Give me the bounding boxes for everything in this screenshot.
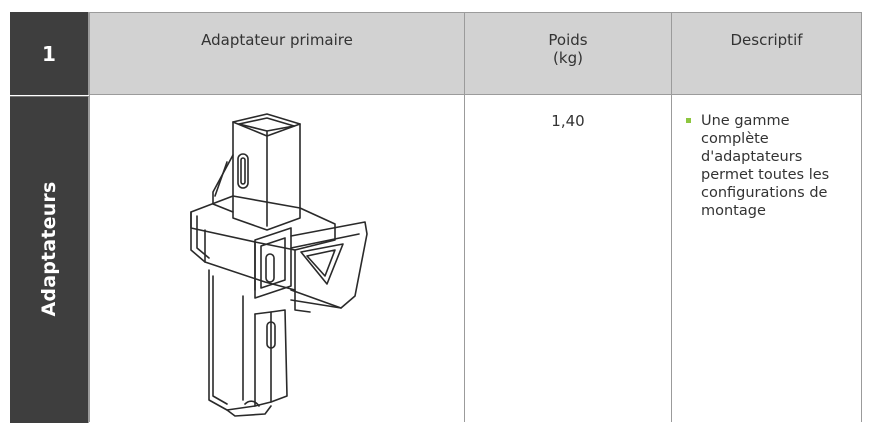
header-product-name: Adaptateur primaire (89, 12, 464, 95)
section-label-bar: Adaptateurs (10, 96, 89, 423)
header-weight: Poids (kg) (464, 12, 671, 95)
section-number-text: 1 (42, 41, 56, 66)
section-number: 1 (10, 12, 89, 95)
header-description: Descriptif (671, 12, 862, 95)
clamp-body (190, 195, 336, 251)
lower-tube-left (208, 269, 256, 411)
header-weight-line1: Poids (548, 31, 588, 49)
bullet-square-icon (686, 118, 691, 123)
bracket-front (254, 227, 292, 299)
description-cell: Une gamme complète d'adaptateurs permet … (671, 95, 862, 422)
weight-value: 1,40 (551, 112, 585, 130)
description-item: Une gamme complète d'adaptateurs permet … (686, 112, 851, 220)
lower-slot (266, 321, 276, 349)
upper-tube-shape (232, 113, 301, 231)
description-text: Une gamme complète d'adaptateurs permet … (701, 113, 830, 219)
header-product-name-text: Adaptateur primaire (201, 31, 353, 49)
header-weight-line2: (kg) (553, 49, 583, 67)
upper-tube-rim (238, 117, 295, 127)
adapter-drawing (190, 113, 368, 417)
product-image-cell (89, 95, 464, 422)
weight-cell: 1,40 (464, 95, 671, 422)
header-description-text: Descriptif (730, 31, 803, 49)
upper-slot-left (237, 153, 249, 189)
gusset-shape (212, 154, 234, 213)
triangle-arm (290, 221, 368, 309)
section-label: Adaptateurs (38, 181, 60, 317)
